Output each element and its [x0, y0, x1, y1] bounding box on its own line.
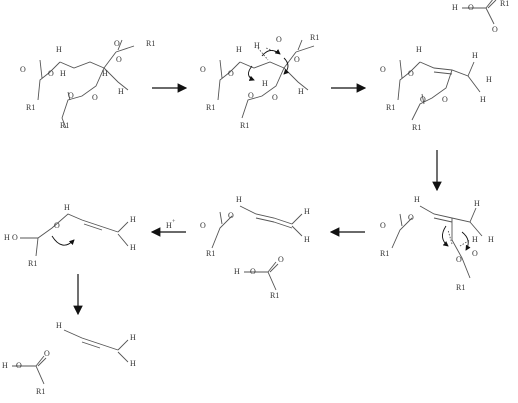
atom-label-h: H	[234, 267, 240, 276]
atom-label-o: O	[456, 255, 462, 264]
atom-label-o: O	[48, 69, 54, 78]
atom-label-h: H	[64, 203, 70, 212]
atom-label-o: O	[114, 39, 120, 48]
atom-label-o: O	[294, 55, 300, 64]
atom-label-h: H	[416, 45, 422, 54]
atom-label-h: H	[60, 69, 66, 78]
molecule-carboxylic-acid-1	[462, 0, 497, 25]
atom-label-h-plus: H	[166, 221, 172, 230]
molecule-alkene-ester	[397, 59, 481, 121]
atom-label-r1: R1	[28, 259, 38, 268]
atom-label-r1: R1	[386, 103, 396, 112]
atom-label-h: H	[4, 233, 10, 242]
atom-label-h: H	[130, 333, 136, 342]
atom-label-o: O	[278, 255, 284, 264]
atom-label-r1: R1	[60, 121, 70, 130]
atom-label-r1: R1	[270, 291, 280, 300]
atom-label-h: H	[118, 87, 124, 96]
atom-label-h: H	[56, 45, 62, 54]
atom-label-r1: R1	[412, 123, 422, 132]
atom-label-r1: R1	[36, 387, 46, 396]
charge-plus-icon: +	[172, 219, 176, 225]
atom-label-h: H	[304, 235, 310, 244]
atom-label-o: O	[408, 213, 414, 222]
atom-label-h: H	[262, 79, 268, 88]
atom-label-o: O	[228, 69, 234, 78]
atom-label-h: H	[488, 235, 494, 244]
atom-label-h: H	[480, 95, 486, 104]
atom-label-o: O	[228, 211, 234, 220]
molecule-diester-start	[37, 39, 135, 129]
molecule-carboxylic-acid-3	[12, 355, 47, 385]
atom-label-h: H	[472, 235, 478, 244]
atom-label-h: H	[298, 87, 304, 96]
molecule-allene-product	[63, 329, 129, 363]
atom-label-o: O	[380, 65, 386, 74]
atom-label-r1: R1	[26, 103, 36, 112]
atom-label-o: O	[250, 267, 256, 276]
molecule-enol-intermediate	[20, 213, 129, 257]
molecule-transition-state-2	[391, 205, 483, 279]
atom-label-o: O	[44, 349, 50, 358]
atom-label-h: H	[2, 361, 8, 370]
atom-label-o: O	[92, 93, 98, 102]
atom-label-h: H	[130, 215, 136, 224]
atom-label-o: O	[468, 3, 474, 12]
atom-label-r1: R1	[146, 39, 156, 48]
atom-label-o: O	[442, 95, 448, 104]
atom-label-o: O	[272, 93, 278, 102]
atom-label-o: O	[54, 221, 60, 230]
atom-label-h: H	[474, 199, 480, 208]
atom-label-h: H	[102, 69, 108, 78]
atom-label-r1: R1	[206, 103, 216, 112]
molecule-transition-state-1	[217, 39, 315, 119]
atom-label-o: O	[68, 91, 74, 100]
molecule-carboxylic-acid-2	[244, 261, 279, 291]
atom-label-h: H	[304, 207, 310, 216]
atom-label-h: H	[236, 195, 242, 204]
atom-label-h: H	[486, 75, 492, 84]
atom-label-r1: R1	[500, 0, 510, 8]
atom-label-o: O	[408, 69, 414, 78]
atom-label-o: O	[380, 221, 386, 230]
atom-label-r1: R1	[380, 249, 390, 258]
atom-label-h: H	[472, 51, 478, 60]
atom-label-r1: R1	[456, 283, 466, 292]
atom-label-o: O	[16, 361, 22, 370]
molecule-allenyl-ester	[211, 205, 303, 249]
atom-label-o: O	[12, 233, 18, 242]
atom-label-r1: R1	[206, 249, 216, 258]
atom-label-o: O	[276, 35, 282, 44]
atom-label-o: O	[492, 25, 498, 34]
atom-label-r1: R1	[240, 121, 250, 130]
atom-label-h: H	[130, 359, 136, 368]
atom-label-h: H	[254, 41, 260, 50]
atom-label-h: H	[452, 3, 458, 12]
atom-label-o: O	[472, 249, 478, 258]
atom-label-h: H	[236, 45, 242, 54]
atom-label-o: O	[116, 55, 122, 64]
atom-label-r1: R1	[310, 33, 320, 42]
atom-label-o: O	[420, 95, 426, 104]
atom-label-o: O	[20, 65, 26, 74]
atom-label-h: H	[130, 243, 136, 252]
atom-label-o: O	[200, 65, 206, 74]
atom-label-o: O	[248, 91, 254, 100]
atom-label-h: H	[56, 321, 62, 330]
atom-label-h: H	[414, 195, 420, 204]
atom-label-o: O	[200, 221, 206, 230]
